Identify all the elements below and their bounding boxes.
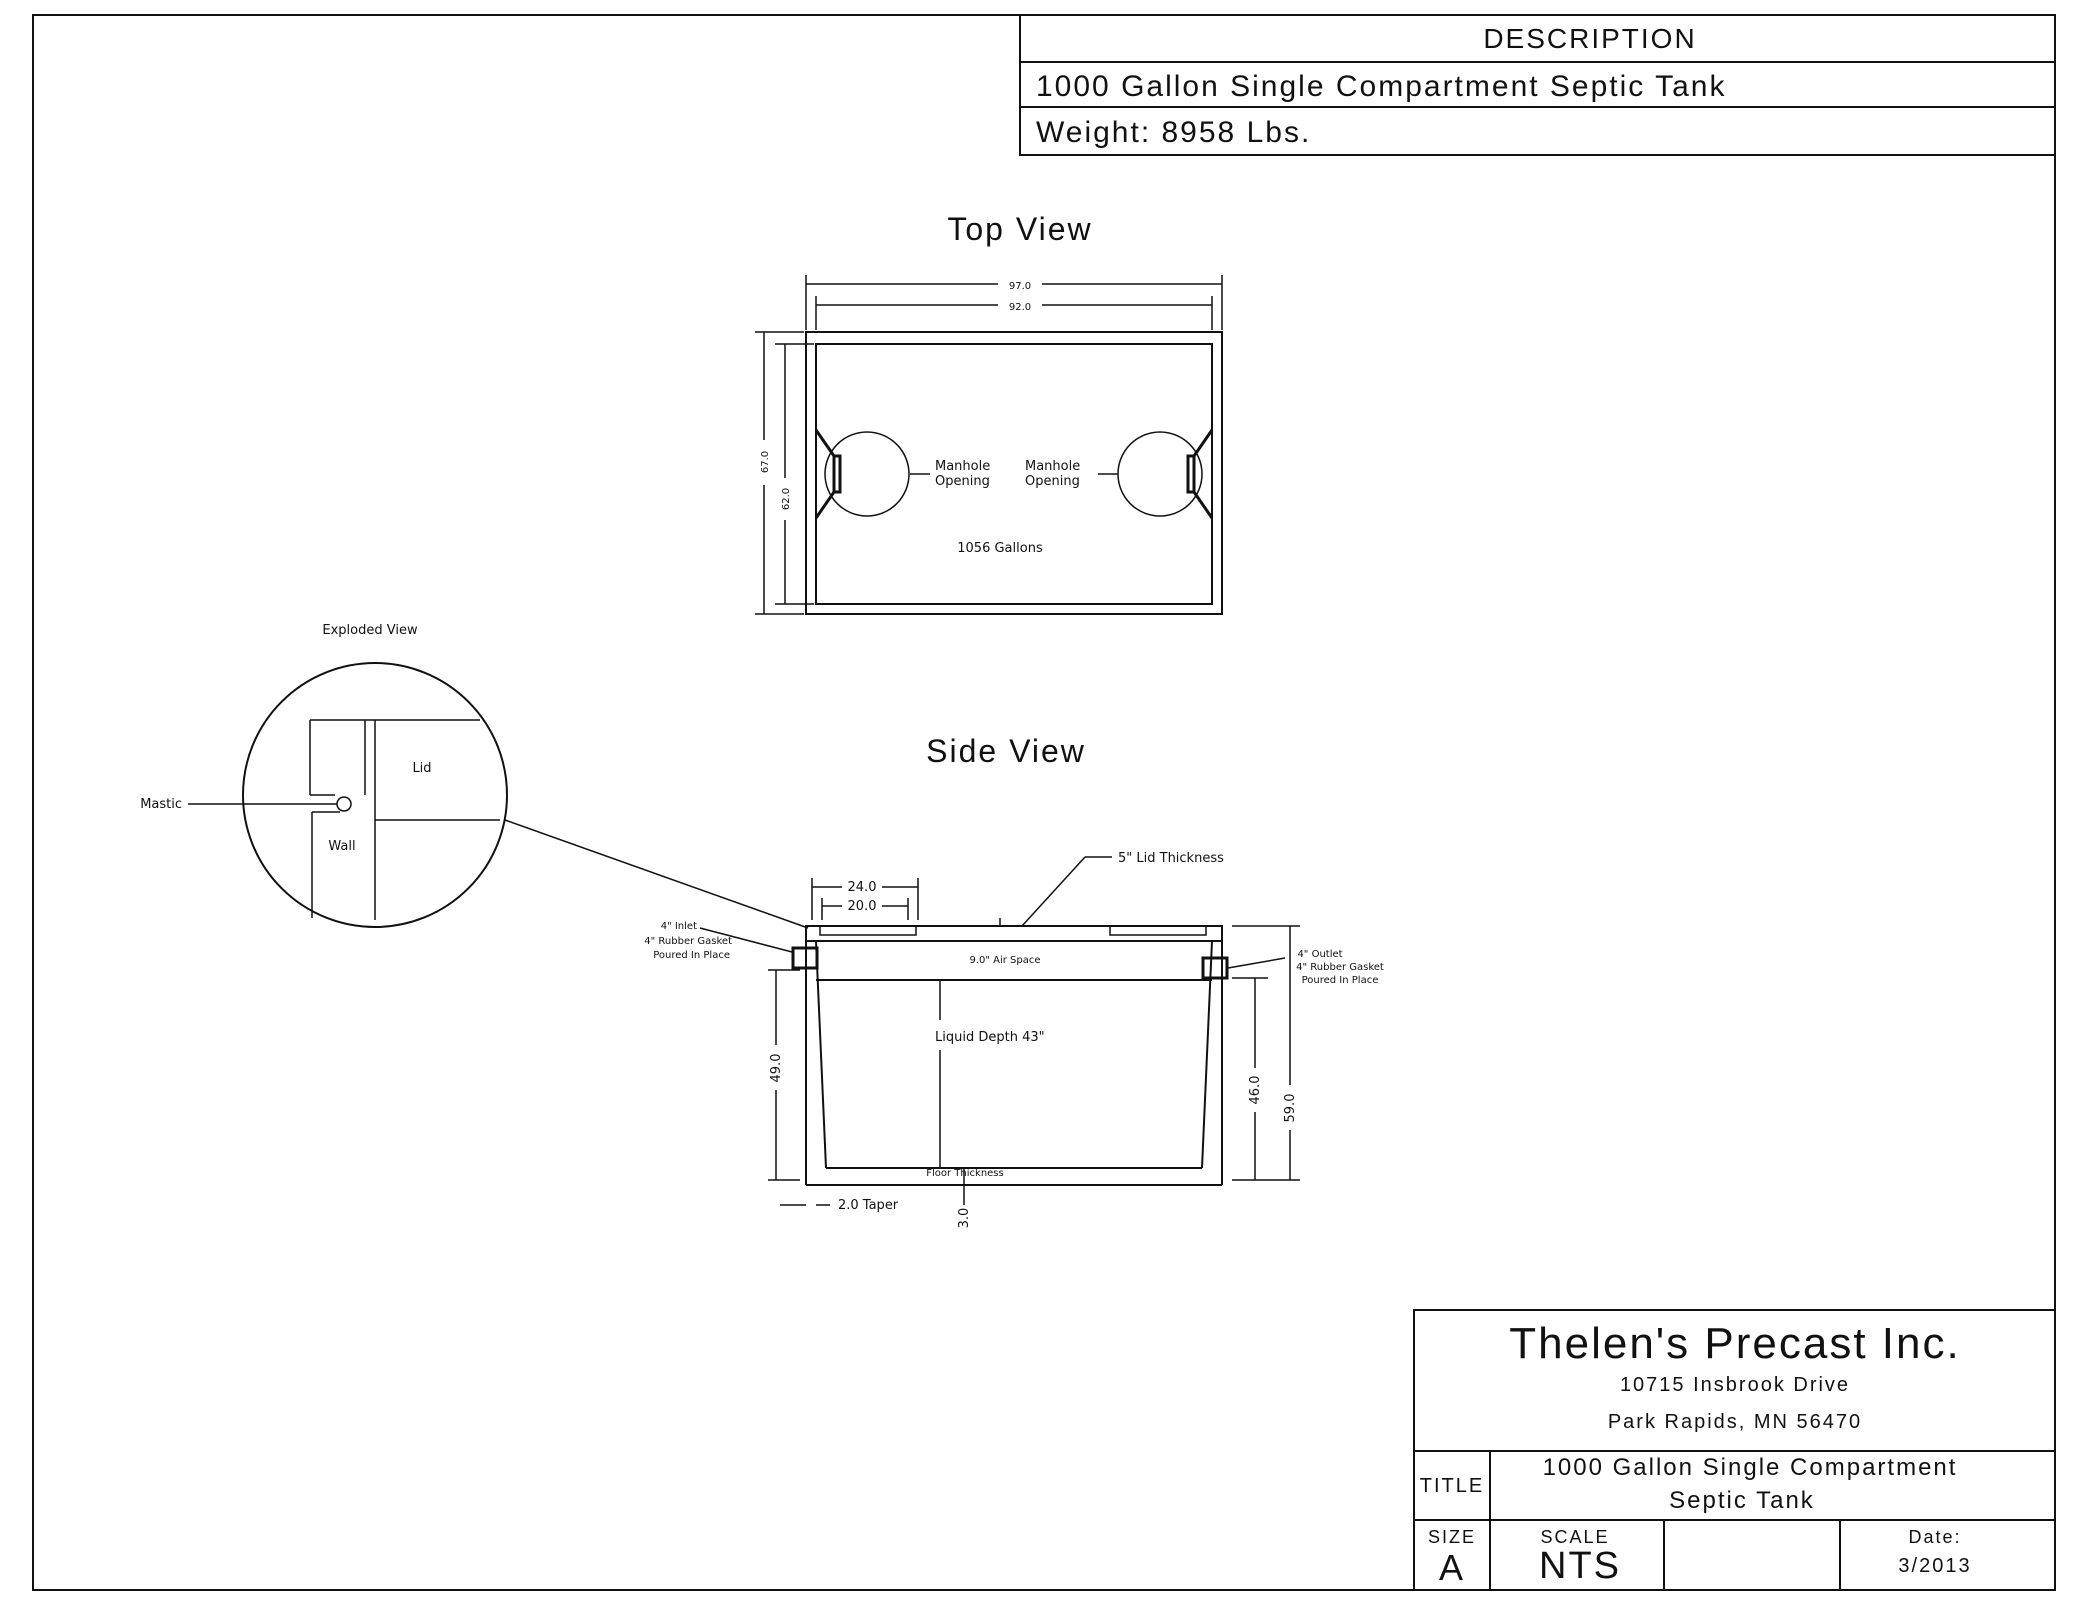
inlet-leader bbox=[699, 927, 793, 953]
title-label: TITLE bbox=[1420, 1475, 1484, 1497]
exploded-view-circle bbox=[242, 662, 508, 928]
description-frame bbox=[1019, 14, 2056, 156]
lid-label: Lid bbox=[412, 761, 431, 776]
title-block: Thelen's Precast Inc. 10715 Insbrook Dri… bbox=[1413, 1309, 2056, 1591]
outlet-pipe bbox=[1201, 956, 1229, 980]
title-line-1: 1000 Gallon Single Compartment bbox=[1543, 1454, 1958, 1481]
description-line-2: Weight: 8958 Lbs. bbox=[1036, 116, 1311, 149]
liquid-depth-label: Liquid Depth 43" bbox=[935, 1030, 1045, 1045]
manhole-left-baffle bbox=[814, 429, 842, 519]
size-value: A bbox=[1439, 1547, 1465, 1588]
dim-24: 24.0 bbox=[848, 880, 877, 895]
scale-label: SCALE bbox=[1540, 1527, 1609, 1547]
inlet-label-3: Poured In Place bbox=[653, 950, 730, 961]
scale-value: NTS bbox=[1539, 1545, 1621, 1587]
floor-thickness-label: Floor Thickness bbox=[926, 1168, 1003, 1179]
manhole-riser-left bbox=[819, 925, 917, 936]
manhole-riser-right bbox=[1109, 925, 1207, 936]
dim-outer-width: 97.0 bbox=[1009, 281, 1031, 292]
company-address-2: Park Rapids, MN 56470 bbox=[1608, 1411, 1862, 1433]
manhole-right-label-1: Manhole bbox=[1025, 459, 1080, 474]
inlet-label-1: 4" Inlet bbox=[661, 921, 697, 932]
title-line-2: Septic Tank bbox=[1669, 1487, 1815, 1514]
date-label: Date: bbox=[1908, 1527, 1961, 1547]
side-view-title: Side View bbox=[926, 733, 1086, 769]
manhole-left bbox=[824, 431, 910, 517]
outlet-label-3: Poured In Place bbox=[1302, 975, 1379, 986]
company-name: Thelen's Precast Inc. bbox=[1509, 1319, 1960, 1368]
exploded-view: Exploded View Mastic Lid Wall bbox=[140, 623, 809, 929]
mastic-bead bbox=[336, 796, 352, 812]
tank-outer-outline bbox=[805, 331, 1223, 615]
air-space-label: 9.0" Air Space bbox=[969, 955, 1040, 966]
manhole-left-label-1: Manhole bbox=[935, 459, 990, 474]
manhole-left-label-2: Opening bbox=[935, 474, 990, 489]
top-view: Top View 97.0 92.0 67.0 62.0 Manhole bbox=[755, 211, 1223, 615]
top-view-title: Top View bbox=[947, 211, 1092, 247]
inlet-pipe bbox=[791, 946, 819, 970]
date-value: 3/2013 bbox=[1898, 1555, 1971, 1577]
dim-49: 49.0 bbox=[769, 1054, 784, 1083]
company-address-1: 10715 Insbrook Drive bbox=[1620, 1374, 1850, 1396]
dim-3: 3.0 bbox=[957, 1208, 972, 1229]
dim-20: 20.0 bbox=[848, 899, 877, 914]
manhole-right-label-2: Opening bbox=[1025, 474, 1080, 489]
tank-inner-outline bbox=[815, 343, 1213, 605]
capacity-label: 1056 Gallons bbox=[957, 541, 1043, 556]
exploded-view-title: Exploded View bbox=[322, 623, 418, 638]
dim-outer-height: 67.0 bbox=[760, 451, 771, 473]
dim-inner-height: 62.0 bbox=[781, 488, 792, 510]
outlet-label-2: 4" Rubber Gasket bbox=[1296, 962, 1384, 973]
inlet-label-2: 4" Rubber Gasket bbox=[644, 936, 732, 947]
outlet-label-1: 4" Outlet bbox=[1297, 949, 1342, 960]
size-label: SIZE bbox=[1428, 1527, 1476, 1547]
dim-46: 46.0 bbox=[1248, 1076, 1263, 1105]
lid-thickness-leader bbox=[1021, 856, 1086, 927]
description-block: DESCRIPTION 1000 Gallon Single Compartme… bbox=[1019, 14, 2056, 156]
manhole-right-baffle bbox=[1186, 429, 1214, 519]
description-line-1: 1000 Gallon Single Compartment Septic Ta… bbox=[1036, 70, 1726, 103]
mastic-label: Mastic bbox=[140, 797, 182, 812]
exploded-detail-leader bbox=[504, 819, 809, 929]
wall-label: Wall bbox=[328, 839, 355, 854]
tank-lid bbox=[805, 925, 1223, 942]
tank-left-inner-wall bbox=[815, 940, 827, 1169]
description-header: DESCRIPTION bbox=[1483, 23, 1696, 54]
lid-thickness-label: 5" Lid Thickness bbox=[1118, 851, 1224, 866]
outlet-leader bbox=[1227, 957, 1286, 969]
dim-inner-width: 92.0 bbox=[1009, 302, 1031, 313]
side-view: Side View 5" Lid Thickness 24.0 20.0 9.0… bbox=[644, 733, 1384, 1228]
taper-label: 2.0 Taper bbox=[838, 1198, 899, 1213]
dim-59: 59.0 bbox=[1283, 1094, 1298, 1123]
